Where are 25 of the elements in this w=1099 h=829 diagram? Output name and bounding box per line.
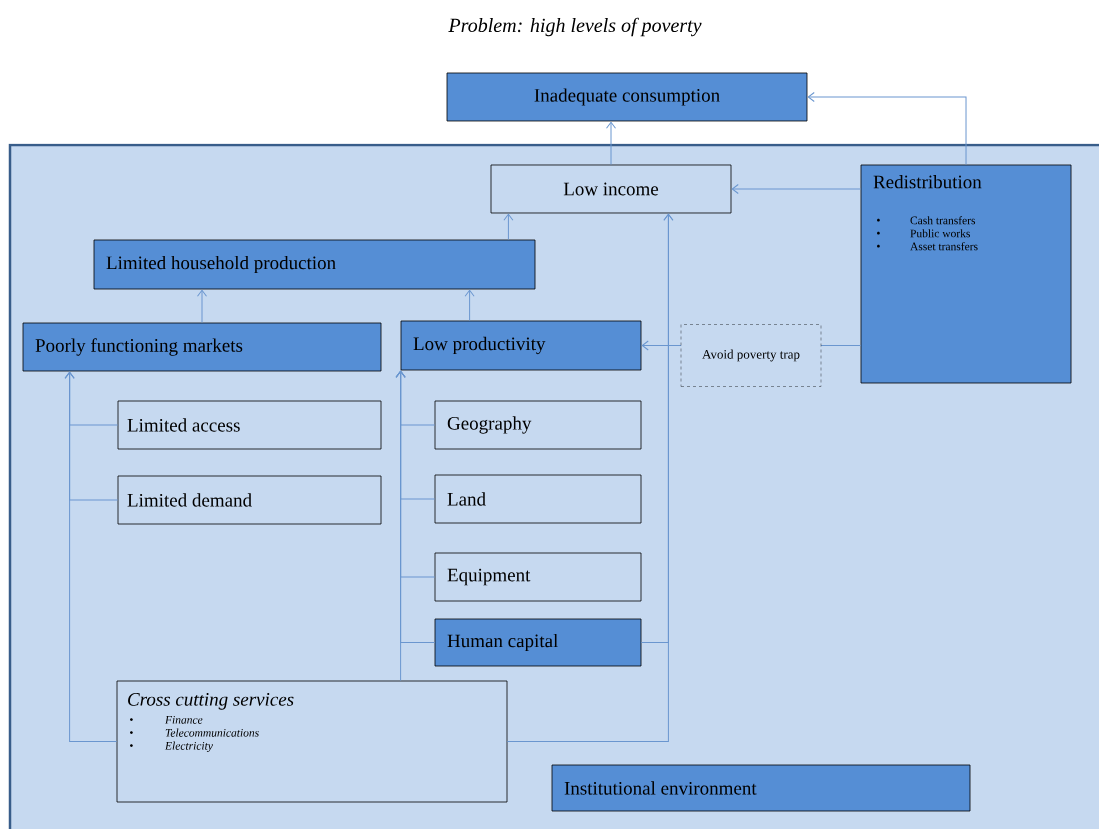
arrow <box>395 370 406 682</box>
process-box: Limited demand <box>117 475 382 525</box>
process-box: Inadequate consumption <box>446 72 808 122</box>
process-box: Low income <box>490 164 732 214</box>
arrow <box>606 121 616 166</box>
process-box: Human capital <box>434 618 642 667</box>
process-box: Redistribution Cash transfers Public works Asset transfers <box>860 164 1072 384</box>
process-box: Low productivity <box>400 320 642 371</box>
arrow <box>503 213 514 241</box>
process-box: Equipment <box>434 552 642 602</box>
process-box: Cross cutting services Finance Telecommunications Electricity <box>116 680 508 803</box>
arrow <box>807 92 967 166</box>
title: Problem: high levels of poverty <box>448 17 702 37</box>
edge-label: Avoid poverty trap <box>680 324 822 387</box>
arrow <box>464 289 475 322</box>
process-box: Institutional environment <box>551 764 971 812</box>
process-box: Geography <box>434 400 642 450</box>
process-box: Land <box>434 474 642 524</box>
arrow <box>64 371 118 742</box>
process-box: Limited household production <box>93 239 536 290</box>
process-box: Poorly functioning markets <box>22 322 382 372</box>
arrow <box>731 184 862 194</box>
process-box: Limited access <box>117 400 382 450</box>
arrow <box>197 289 207 324</box>
arrow <box>506 213 674 742</box>
